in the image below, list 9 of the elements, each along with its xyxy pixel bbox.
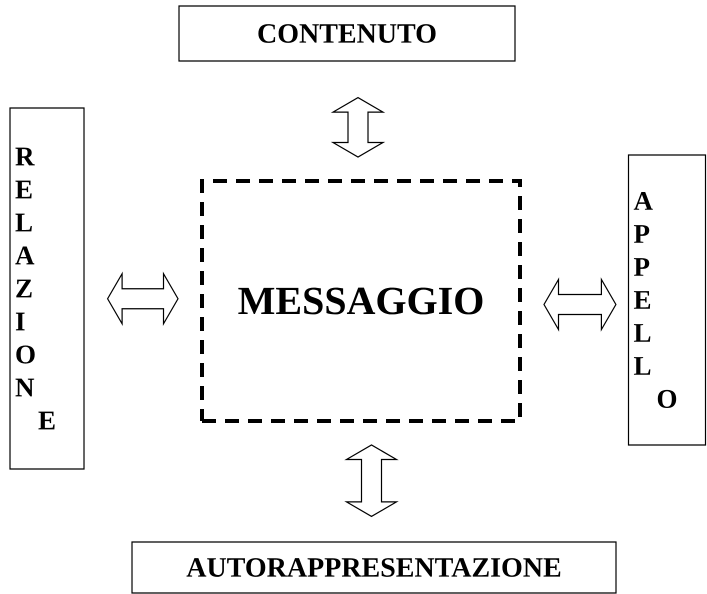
message-box: MESSAGGIO	[200, 179, 522, 423]
double-arrow	[543, 277, 617, 332]
label-box: CONTENUTO	[178, 5, 516, 62]
double-arrow	[344, 444, 399, 518]
double-arrow	[330, 96, 386, 158]
label-box: RELAZIONE	[9, 107, 85, 470]
label-box: AUTORAPPRESENTAZIONE	[131, 541, 617, 594]
label-box: APPELLO	[628, 154, 706, 446]
double-arrow	[106, 272, 179, 326]
